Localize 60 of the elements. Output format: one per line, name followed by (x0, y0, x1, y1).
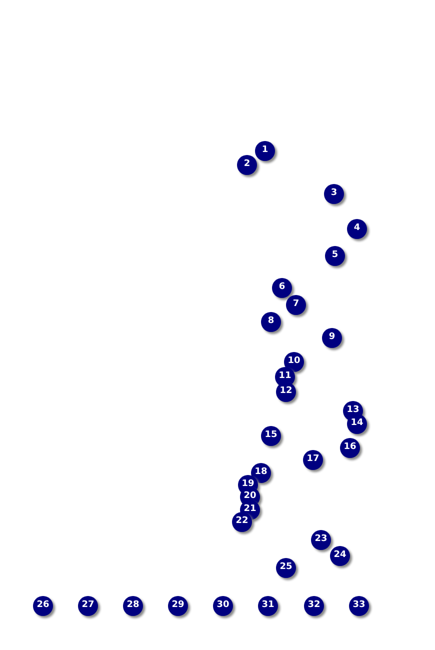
node-number: 14 (350, 418, 364, 429)
node-number: 10 (286, 356, 302, 367)
node-number: 2 (242, 159, 252, 170)
node-number: 25 (278, 562, 294, 573)
numbered-circle (347, 414, 367, 434)
numbered-circle (276, 558, 296, 578)
node-number: 8 (266, 316, 276, 327)
numbered-circle (237, 155, 257, 175)
node-number: 15 (264, 430, 278, 441)
numbered-circle (286, 295, 306, 315)
node-number: 19 (240, 479, 256, 490)
node-number: 18 (254, 467, 268, 478)
node-number: 7 (292, 299, 300, 310)
numbered-circle (330, 546, 350, 566)
numbered-circle (261, 426, 281, 446)
numbered-circle (261, 312, 281, 332)
numbered-circle (303, 450, 323, 470)
node-number: 26 (36, 600, 50, 611)
node-number: 31 (260, 600, 276, 611)
numbered-circle (232, 512, 252, 532)
numbered-circle (276, 382, 296, 402)
node-number: 12 (278, 386, 294, 397)
node-number: 16 (342, 442, 358, 453)
node-number: 1 (260, 145, 270, 156)
node-number: 27 (80, 600, 96, 611)
node-number: 11 (278, 371, 292, 382)
numbered-circle (284, 352, 304, 372)
numbered-circle (304, 596, 324, 616)
node-number: 20 (242, 491, 258, 502)
node-number: 17 (306, 454, 320, 465)
node-number: 9 (328, 332, 336, 343)
node-number: 6 (278, 282, 286, 293)
node-number: 24 (332, 550, 348, 561)
numbered-circle (325, 246, 345, 266)
node-number: 30 (216, 600, 230, 611)
numbered-circle (255, 141, 275, 161)
node-number: 22 (234, 516, 250, 527)
node-number: 3 (330, 188, 338, 199)
numbered-circle (78, 596, 98, 616)
node-number: 28 (126, 600, 140, 611)
numbered-circle (324, 184, 344, 204)
node-number: 13 (346, 405, 360, 416)
node-number: 4 (352, 223, 362, 234)
numbered-circle (213, 596, 233, 616)
node-number: 29 (170, 600, 186, 611)
node-number: 5 (330, 250, 340, 261)
numbered-circle (322, 328, 342, 348)
numbered-circle (258, 596, 278, 616)
numbered-circle (340, 438, 360, 458)
numbered-circle (311, 530, 331, 550)
node-number: 23 (314, 534, 328, 545)
node-number: 33 (352, 600, 366, 611)
node-number: 32 (306, 600, 322, 611)
numbered-circle (347, 219, 367, 239)
numbered-circle (168, 596, 188, 616)
numbered-circle (123, 596, 143, 616)
numbered-circle (33, 596, 53, 616)
numbered-circle (272, 278, 292, 298)
node-number: 21 (242, 504, 258, 515)
numbered-circle (349, 596, 369, 616)
